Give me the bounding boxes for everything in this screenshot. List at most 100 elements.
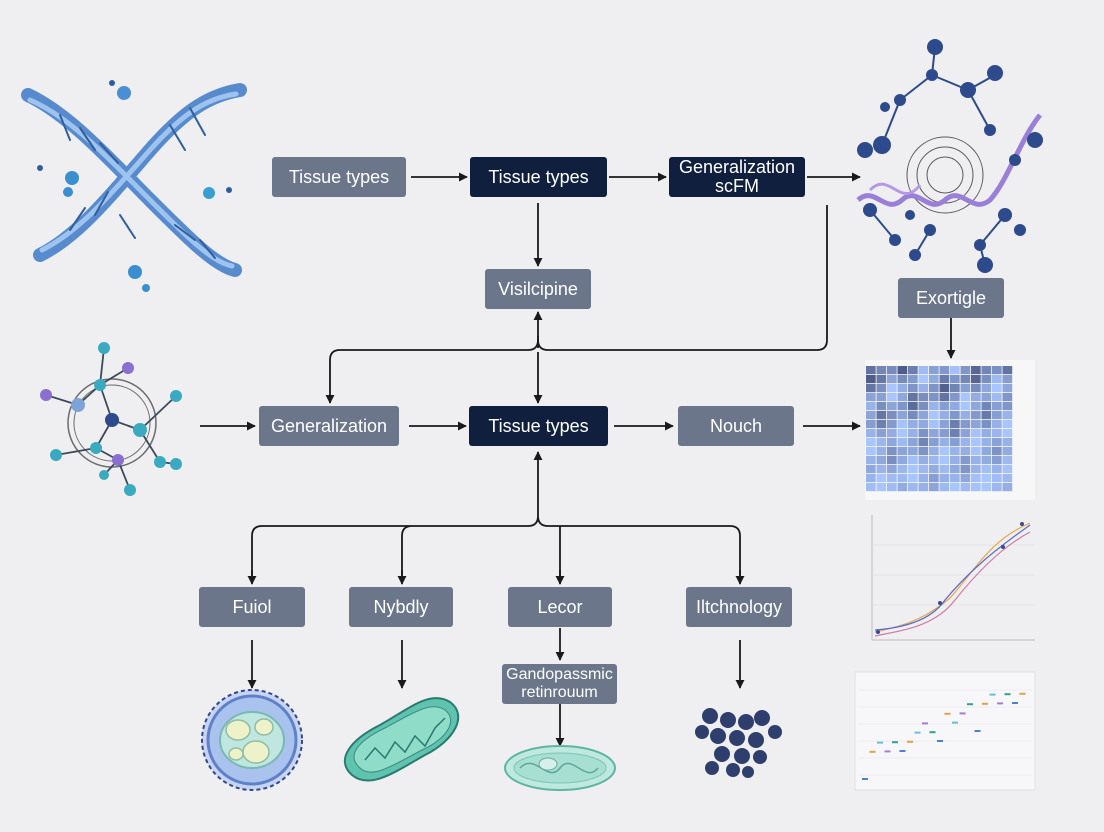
heatmap-cell [939,456,950,465]
heatmap-cell [897,429,908,438]
heatmap-cell [929,483,939,492]
heatmap-cell [918,483,929,492]
heatmap-cell [908,384,918,393]
heatmap-cell [897,465,908,474]
heatmap-cell [887,411,897,420]
heatmap-cell [1002,483,1013,492]
heatmap-cell [929,456,939,465]
heatmap-cell [960,456,971,465]
heatmap-cell [929,474,939,483]
scatter-mark [1012,702,1018,704]
heatmap-cell [908,402,918,411]
protein-cluster-icon [856,39,1043,273]
scatter-mark [922,722,928,725]
scatter-mark [884,750,891,753]
node-tissue-types-input: Tissue types [272,157,406,197]
heatmap-cell [960,429,971,438]
heatmap-cell [971,411,981,420]
heatmap-cell [971,456,981,465]
heatmap-cell [981,465,992,474]
node-fuiol: Fuiol [199,587,305,627]
node-nouch: Nouch [678,406,794,446]
heatmap-cell [960,438,971,447]
heatmap-cell [981,474,992,483]
heatmap-cell [960,384,971,393]
heatmap-cell [971,474,981,483]
heatmap-cell [971,393,981,402]
heatmap-cell [939,402,950,411]
heatmap-cell [929,393,939,402]
heatmap-cell [992,366,1002,375]
heatmap-cell [1002,465,1013,474]
heatmap-cell [918,447,929,456]
heatmap-cell [918,465,929,474]
heatmap-cell [992,402,1002,411]
heatmap-cell [918,384,929,393]
heatmap-cell [939,411,950,420]
heatmap-cell [960,447,971,456]
heatmap-cell [897,483,908,492]
heatmap-cell [929,411,939,420]
heatmap-cell [971,420,981,429]
heatmap-cell [981,375,992,384]
heatmap-cell [981,483,992,492]
scatter-mark [1004,693,1011,696]
heatmap-cell [1002,429,1013,438]
heatmap-cell [887,420,897,429]
heatmap-cell [887,402,897,411]
heatmap-cell [866,474,876,483]
heatmap-cell [960,393,971,402]
heatmap-cell [908,483,918,492]
heatmap-cell [992,438,1002,447]
scatter-mark [997,702,1003,705]
heatmap-cell [1002,420,1013,429]
heatmap-cell [1002,456,1013,465]
heatmap-cell [992,447,1002,456]
scatter-mark [869,750,876,753]
organelle-icon [504,745,616,791]
heatmap-cell [908,366,918,375]
heatmap-cell [1002,393,1013,402]
heatmap-cell [960,402,971,411]
scatter-mark [929,731,936,734]
heatmap-cell [981,366,992,375]
scatter-mark [914,731,921,734]
heatmap-cell [887,456,897,465]
heatmap-cell [981,447,992,456]
scatter-mark [982,702,988,705]
heatmap-cell [876,429,887,438]
heatmap-cell [876,447,887,456]
heatmap-cell [960,420,971,429]
heatmap-cell [918,375,929,384]
node-gandopassmic: Gandopassmic retinrouum [502,664,617,704]
heatmap-cell [866,411,876,420]
heatmap-cell [1002,402,1013,411]
heatmap-cell [992,429,1002,438]
heatmap-cell [960,474,971,483]
heatmap-cell [1002,384,1013,393]
heatmap-cell [866,429,876,438]
heatmap-cell [950,420,960,429]
scatter-mark [989,693,996,696]
heatmap-cell [950,375,960,384]
heatmap-cell [908,465,918,474]
heatmap-cell [918,456,929,465]
heatmap-cell [929,375,939,384]
heatmap-cell [950,447,960,456]
heatmap-cell [866,366,876,375]
heatmap-cell [897,474,908,483]
heatmap-cell [866,384,876,393]
heatmap-cell [971,375,981,384]
heatmap-cell [897,456,908,465]
heatmap-cell [939,438,950,447]
heatmap-cell [897,438,908,447]
heatmap-cell [897,420,908,429]
heatmap-cell [929,366,939,375]
heatmap-cell [929,402,939,411]
heatmap-cell [992,384,1002,393]
scatter-mark [862,778,868,780]
heatmap-cell [908,447,918,456]
heatmap-cell [960,366,971,375]
arrow-to-generalization [325,339,539,404]
node-tissue-types-top: Tissue types [470,157,607,197]
